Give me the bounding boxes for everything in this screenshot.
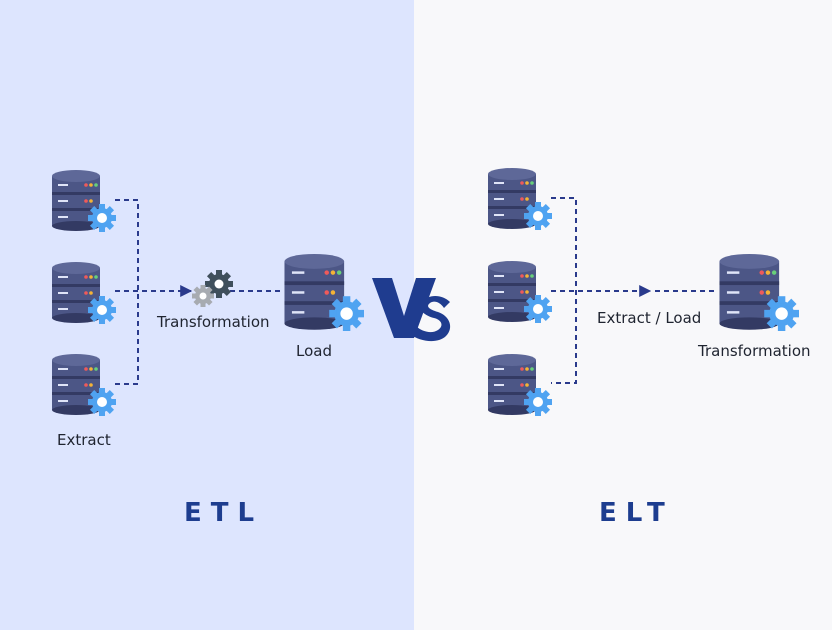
etl-heading: ETL xyxy=(184,498,264,528)
database-icon xyxy=(488,168,552,230)
database-icon xyxy=(52,170,116,232)
elt-heading: ELT xyxy=(599,498,674,528)
etl-extract-label: Extract xyxy=(57,431,111,449)
elt-merge-bracket xyxy=(551,197,577,384)
etl-load-label: Load xyxy=(296,342,332,360)
database-icon xyxy=(52,262,116,324)
vs-logo xyxy=(370,272,454,348)
elt-transformation-label: Transformation xyxy=(698,342,811,360)
database-icon xyxy=(488,261,552,323)
transformation-database-icon xyxy=(719,253,799,331)
elt-extract-load-label: Extract / Load xyxy=(597,309,702,327)
database-icon xyxy=(488,354,552,416)
etl-merge-bracket xyxy=(115,199,139,385)
etl-transformation-label: Transformation xyxy=(157,313,270,331)
load-database-icon xyxy=(284,253,364,331)
transformation-gears-icon xyxy=(192,270,233,307)
database-icon xyxy=(52,354,116,416)
